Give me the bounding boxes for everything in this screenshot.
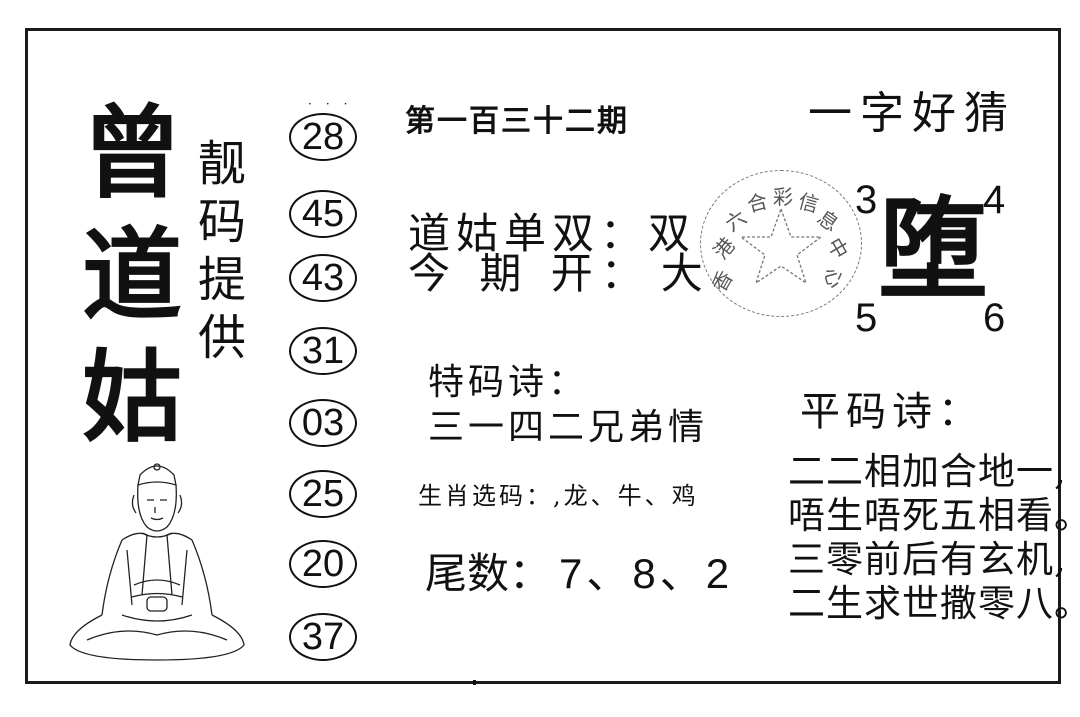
guess-title: 一字好猜: [808, 88, 1016, 139]
zodiac-line: 生肖选码：,龙、牛、鸡: [418, 484, 699, 508]
buddha-icon: [69, 463, 245, 661]
odd-even-label: 道姑单双：: [408, 209, 649, 258]
subtitle-char: 靓: [198, 136, 247, 192]
flat-poem-label: 平码诗：: [800, 389, 984, 435]
issue-number: 第一百三十二期: [405, 104, 629, 139]
title-char: 姑: [82, 338, 182, 456]
title-char: 曾: [82, 94, 182, 212]
special-poem-text: 三一四二兄弟情: [428, 407, 709, 448]
open-line: 今 期 开：大: [408, 253, 703, 295]
number-badge: 28: [289, 113, 357, 161]
flat-poem-line: 二二相加合地一,: [788, 450, 1067, 493]
subtitle: 靓 码 提 供: [198, 135, 253, 367]
number-badge: 43: [289, 254, 357, 302]
corner-number-bottom-right: 6: [983, 296, 1006, 340]
number-badge: 45: [289, 190, 357, 238]
flat-poem-line: 三零前后有玄机,: [788, 538, 1067, 581]
number-badge: 37: [289, 613, 357, 661]
special-poem-label: 特码诗：: [428, 362, 589, 403]
subtitle-char: 供: [198, 310, 247, 366]
stamp-seal: 香 港 六 合 彩 信 息 中 心: [700, 170, 862, 317]
decorative-dots: ···: [308, 97, 362, 111]
corner-number-bottom-left: 5: [855, 296, 878, 340]
number-badge: 25: [289, 470, 357, 518]
open-label: 今 期 开：: [408, 249, 651, 298]
corner-number-top-left: 3: [855, 178, 878, 222]
number-badge: 20: [289, 540, 357, 588]
tail-label: 尾数：: [425, 549, 552, 598]
subtitle-char: 提: [198, 252, 247, 308]
odd-even-value: 双: [648, 209, 697, 258]
flat-poem-lines: 二二相加合地一, 唔生唔死五相看。 三零前后有玄机, 二生求世撒零八。: [788, 450, 1080, 626]
tail-values: 7、8、2: [559, 550, 734, 597]
main-title: 曾 道 姑: [82, 92, 192, 458]
corner-number-top-right: 4: [983, 178, 1006, 222]
print-speck: [473, 680, 476, 685]
zodiac-label: 生肖选码：: [418, 482, 553, 510]
page-frame: [25, 28, 1061, 684]
zodiac-values: ,龙、牛、鸡: [553, 482, 699, 510]
odd-even-line: 道姑单双：双: [408, 213, 696, 255]
subtitle-char: 码: [198, 194, 247, 250]
title-char: 道: [82, 216, 182, 334]
guess-character: 堕: [878, 185, 988, 314]
flat-poem-line: 二生求世撒零八。: [788, 582, 1080, 625]
flat-poem-line: 唔生唔死五相看。: [788, 494, 1080, 537]
tail-line: 尾数：7、8、2: [425, 553, 733, 595]
open-value: 大: [660, 249, 703, 298]
number-badge: 03: [289, 399, 357, 447]
number-badge: 31: [289, 327, 357, 375]
